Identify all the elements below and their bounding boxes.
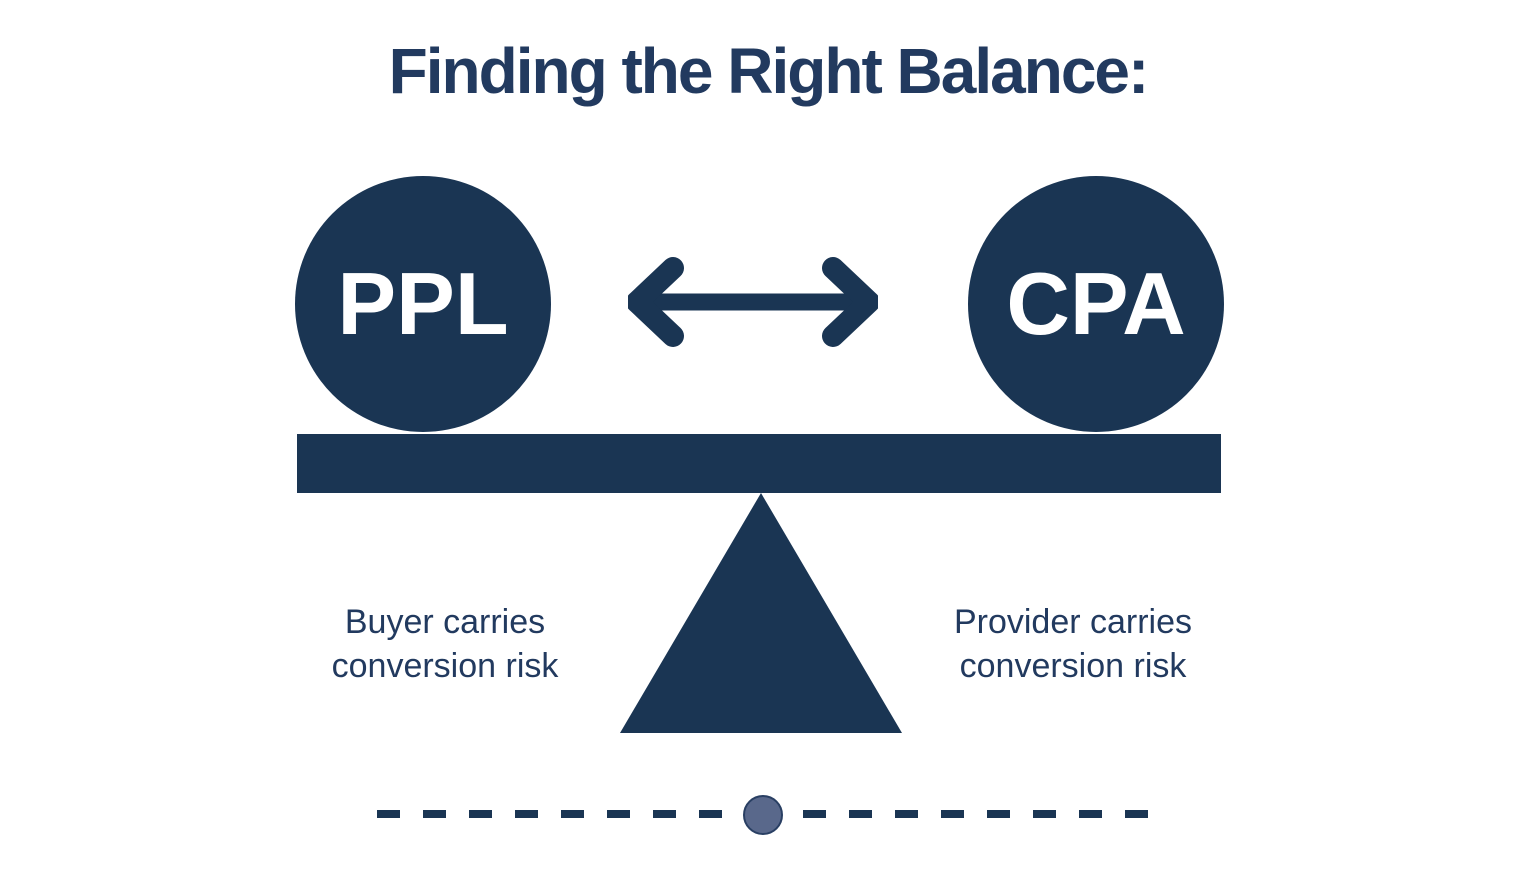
dashed-axis-line (377, 810, 1148, 818)
provider-risk-label: Provider carries conversion risk (913, 600, 1233, 688)
double-arrow-icon (628, 257, 878, 347)
cpa-circle: CPA (968, 176, 1224, 432)
fulcrum-triangle-icon (620, 493, 902, 733)
page-title: Finding the Right Balance: (388, 35, 1150, 107)
ppl-circle-label: PPL (337, 254, 509, 353)
cpa-circle-label: CPA (1006, 254, 1186, 353)
buyer-risk-label-line1: Buyer carries (344, 603, 546, 641)
buyer-risk-label-line2: conversion risk (331, 647, 559, 685)
pivot-dot-icon (743, 795, 783, 835)
buyer-risk-label: Buyer carries conversion risk (285, 600, 605, 688)
provider-risk-label-line1: Provider carries (953, 603, 1193, 641)
provider-risk-label-line2: conversion risk (959, 647, 1187, 685)
ppl-circle: PPL (295, 176, 551, 432)
balance-beam (297, 434, 1221, 493)
